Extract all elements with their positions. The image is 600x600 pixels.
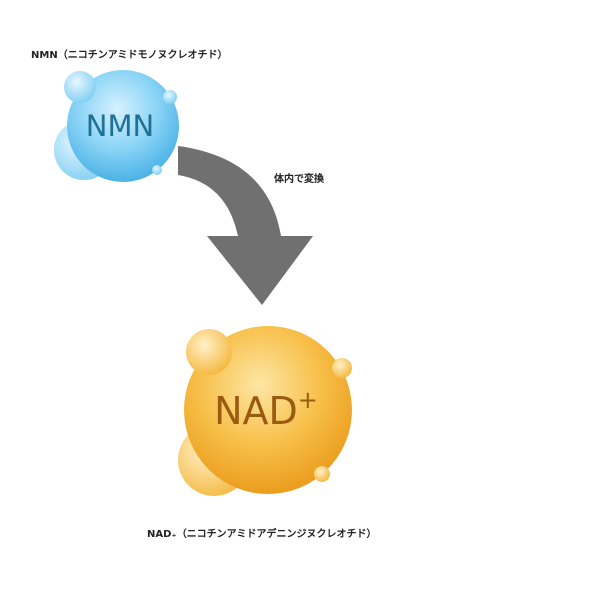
nad-label: NAD+: [214, 386, 318, 433]
conversion-arrow: [178, 146, 313, 305]
nmn-label: NMN: [86, 109, 154, 143]
nmn-caption: NMN（ニコチンアミドモノヌクレオチド）: [31, 50, 228, 61]
nad-bubble-right: [332, 358, 352, 378]
nad-label-main: NAD: [214, 389, 298, 433]
nad-bubble-main: [184, 326, 352, 494]
nad-caption: NAD₊（ニコチンアミドアデニンジヌクレオチド）: [147, 529, 377, 540]
nmn-bubble-bottom: [152, 165, 162, 175]
nad-bubble-bottom: [314, 466, 330, 482]
nad-label-superscript: +: [298, 386, 318, 414]
nmn-bubble-right: [163, 90, 177, 104]
nmn-molecule: NMN: [54, 70, 179, 182]
conversion-label: 体内で変換: [274, 174, 324, 185]
nmn-bubble-topleft: [64, 71, 96, 103]
nmn-bubble-main: [67, 70, 179, 182]
nad-bubble-topleft: [186, 329, 232, 375]
nad-molecule: NAD+: [178, 326, 352, 496]
